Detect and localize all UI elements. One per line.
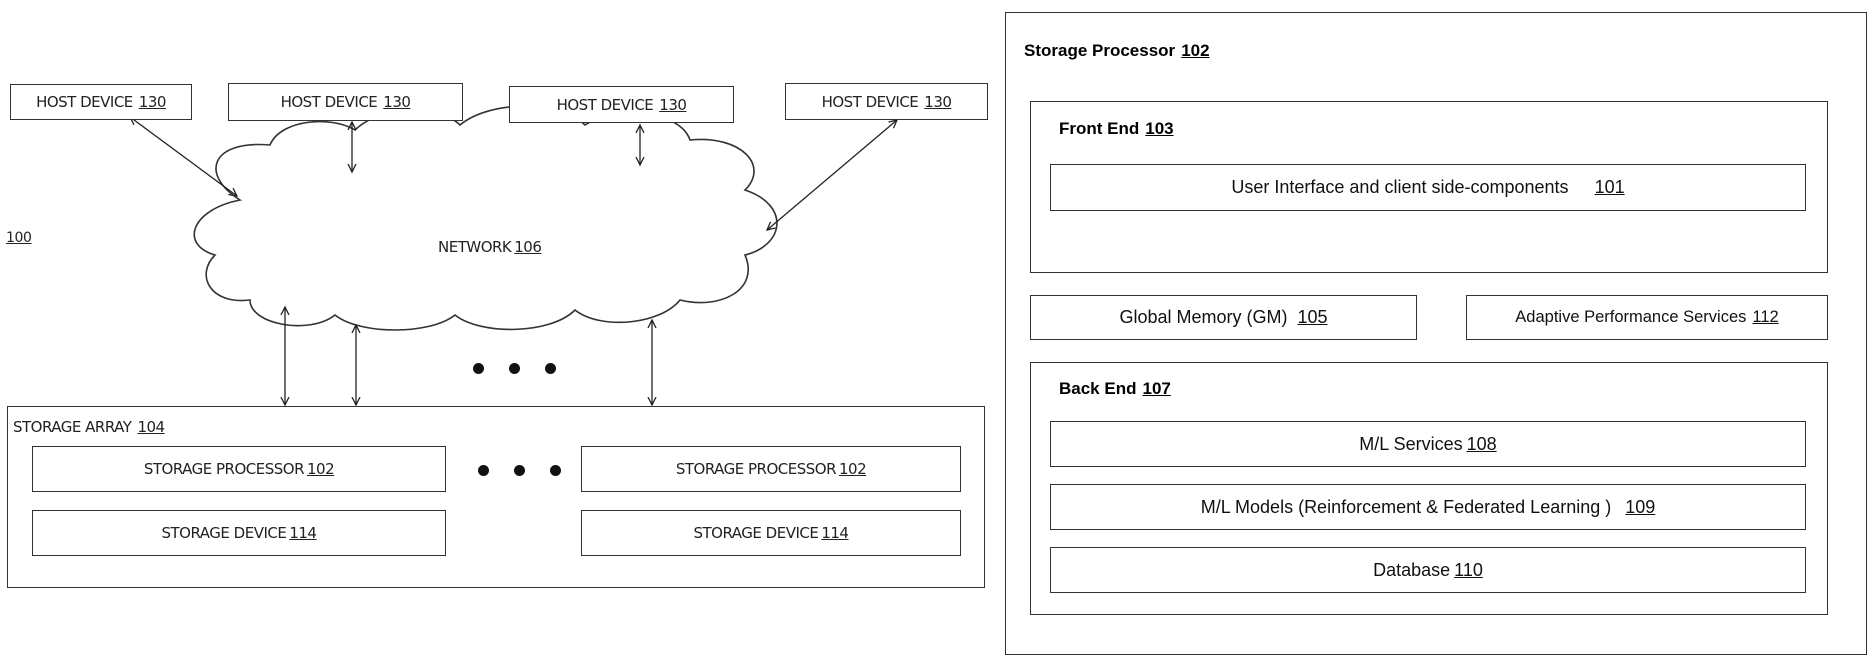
storage-device-ref: 114 — [289, 524, 316, 542]
host-device-label: HOST DEVICE — [557, 96, 654, 114]
host-device-label: HOST DEVICE — [36, 93, 133, 111]
ellipsis-dot — [514, 465, 525, 476]
host-device-label: HOST DEVICE — [822, 93, 919, 111]
ellipsis-dot — [473, 363, 484, 374]
network-cloud — [194, 106, 777, 330]
storage-device-ref: 114 — [821, 524, 848, 542]
network-ref: 106 — [514, 238, 541, 256]
host-device-ref: 130 — [659, 96, 686, 114]
adaptive-performance-services: Adaptive Performance Services112 — [1466, 295, 1828, 340]
network-label: NETWORK106 — [438, 238, 541, 256]
host-device-ref: 130 — [383, 93, 410, 111]
storage-array: STORAGE ARRAY104 — [7, 406, 985, 588]
ml-models: M/L Models (Reinforcement & Federated Le… — [1050, 484, 1806, 530]
front-end-label: Front End103 — [1059, 119, 1174, 139]
storage-processor-1: STORAGE PROCESSOR102 — [32, 446, 446, 492]
ml-services: M/L Services108 — [1050, 421, 1806, 467]
host-device-4: HOST DEVICE 130 — [785, 83, 988, 120]
adaptive-services-ref: 112 — [1752, 308, 1778, 327]
host4-network-link — [767, 120, 897, 230]
database-ref: 110 — [1454, 560, 1483, 581]
ellipsis-dot — [545, 363, 556, 374]
host-device-ref: 130 — [924, 93, 951, 111]
storage-array-ref: 104 — [137, 418, 164, 436]
figure-ref-100: 100 — [6, 230, 32, 246]
storage-array-label: STORAGE ARRAY104 — [13, 418, 165, 436]
storage-processor-title: Storage Processor102 — [1024, 41, 1210, 61]
ellipsis-dot — [550, 465, 561, 476]
ml-models-ref: 109 — [1625, 497, 1655, 518]
back-end-ref: 107 — [1142, 379, 1170, 398]
front-end-ref: 103 — [1145, 119, 1173, 138]
host-device-ref: 130 — [139, 93, 166, 111]
storage-device-2: STORAGE DEVICE114 — [581, 510, 961, 556]
storage-processor-ref: 102 — [307, 460, 334, 478]
ellipsis-dot — [509, 363, 520, 374]
host-device-3: HOST DEVICE 130 — [509, 86, 734, 123]
user-interface-component: User Interface and client side-component… — [1050, 164, 1806, 211]
ellipsis-dot — [478, 465, 489, 476]
host-device-2: HOST DEVICE 130 — [228, 83, 463, 121]
ml-services-ref: 108 — [1467, 434, 1497, 455]
global-memory-ref: 105 — [1297, 307, 1327, 328]
storage-device-1: STORAGE DEVICE114 — [32, 510, 446, 556]
host-device-1: HOST DEVICE 130 — [10, 84, 192, 120]
back-end-label: Back End107 — [1059, 379, 1171, 399]
storage-processor-title-ref: 102 — [1181, 41, 1209, 60]
storage-processor-2: STORAGE PROCESSOR102 — [581, 446, 961, 492]
storage-processor-ref: 102 — [839, 460, 866, 478]
global-memory: Global Memory (GM)105 — [1030, 295, 1417, 340]
database: Database110 — [1050, 547, 1806, 593]
ui-component-ref: 101 — [1595, 177, 1625, 198]
host-device-label: HOST DEVICE — [281, 93, 378, 111]
